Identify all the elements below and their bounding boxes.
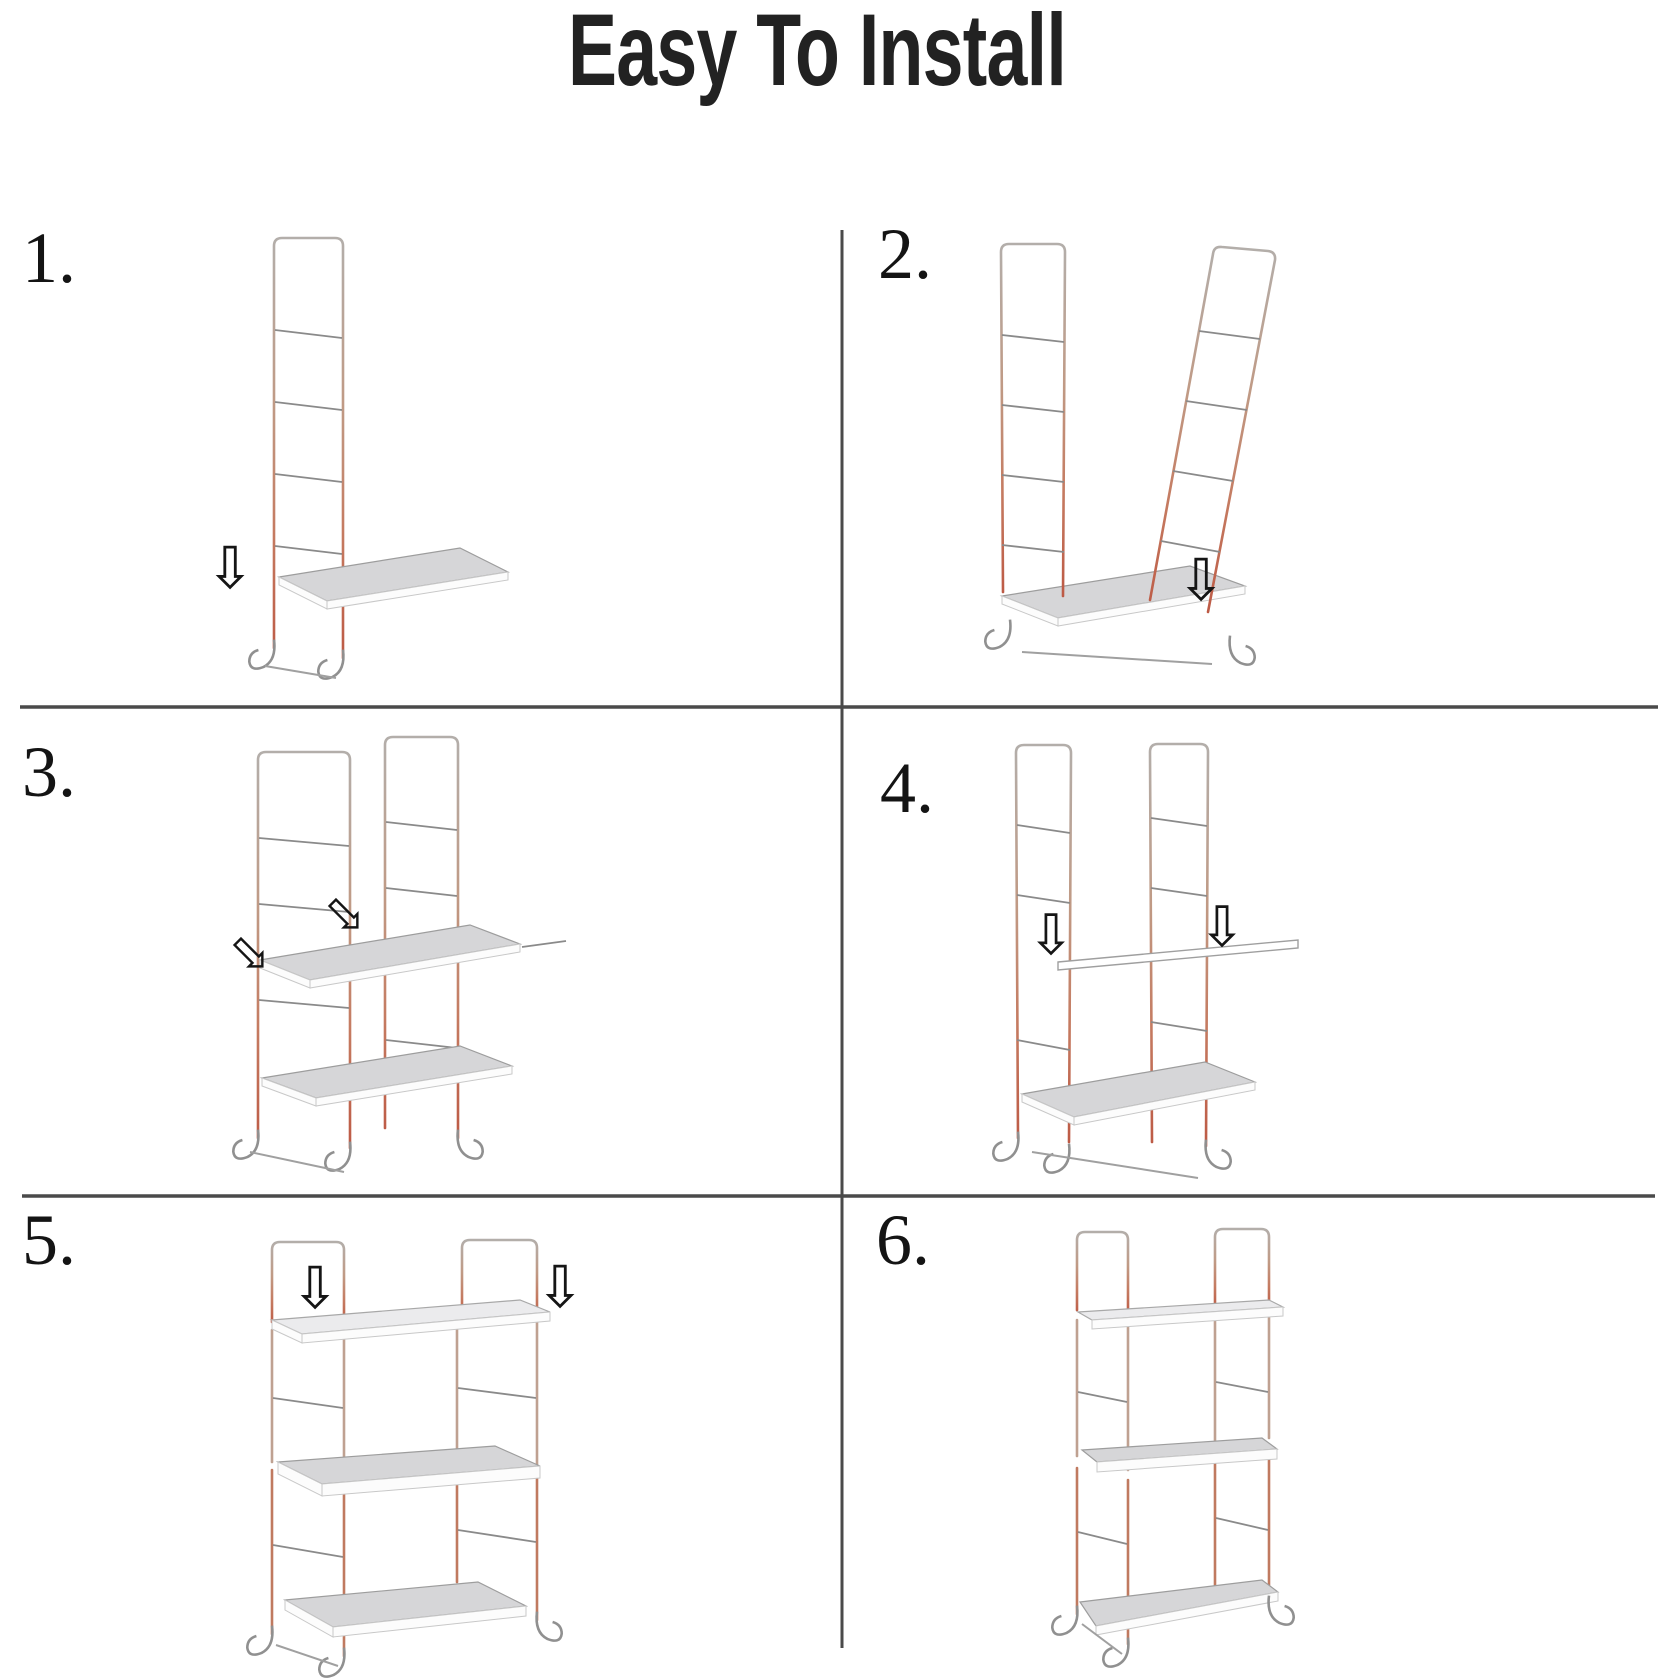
shelf-front-lip <box>1096 1448 1278 1473</box>
mid-rails <box>1075 1308 1271 1472</box>
foot-bar <box>249 1151 345 1173</box>
shelf-front-lip <box>259 943 521 989</box>
middle-shelf-edge <box>1057 939 1299 971</box>
step-4-number: 4. <box>880 748 934 828</box>
foot-bar <box>1021 651 1213 665</box>
side-frame-right <box>383 735 460 1140</box>
shelf-front-lip <box>278 571 509 610</box>
shelf-front-lip <box>261 1065 513 1107</box>
top-frame-right <box>1213 1227 1271 1313</box>
panel-dividers <box>20 230 1658 1648</box>
frame-rungs <box>1001 334 1065 553</box>
down-arrow-icon: ⇩ <box>291 1254 340 1322</box>
foot-bar <box>1081 1623 1123 1655</box>
frame-rungs <box>1160 330 1261 553</box>
side-frame-left <box>999 242 1067 598</box>
shelf-front-lip <box>284 1599 527 1638</box>
step-2-illustration: ⇩ <box>983 242 1277 666</box>
down-arrow-icon: ⇩ <box>206 534 255 602</box>
top-frame-left <box>1075 1230 1130 1318</box>
frame-rungs <box>1016 824 1071 1051</box>
shelf-front-lip <box>271 1311 551 1344</box>
top-frame-right <box>460 1238 539 1324</box>
shelf-front-lip <box>1095 1591 1279 1636</box>
step-5-number: 5. <box>22 1200 76 1280</box>
side-frame-tilted <box>1148 245 1277 614</box>
frame-rungs <box>274 329 343 555</box>
mid-rails <box>270 1320 539 1480</box>
down-arrow-icon: ⇩ <box>1177 546 1226 614</box>
shelf-front-lip <box>1021 1081 1256 1126</box>
step-3-number: 3. <box>22 732 76 812</box>
side-frame-left <box>256 750 352 1150</box>
feet <box>232 1128 485 1172</box>
southeast-arrow-icon: ⇩ <box>215 919 286 990</box>
feet <box>991 1130 1232 1174</box>
down-arrow-icon: ⇩ <box>1199 895 1246 960</box>
frame-rungs <box>1150 817 1208 1032</box>
frame-rungs <box>385 821 458 1049</box>
page-title: Easy To Install <box>567 0 1067 107</box>
top-frame-left <box>270 1240 346 1328</box>
frame-rungs <box>258 837 350 1009</box>
shelf-front-lip <box>1091 1306 1284 1330</box>
shelf-front-lip <box>277 1461 541 1497</box>
step-1-number: 1. <box>22 218 76 298</box>
step-2-number: 2. <box>878 214 932 294</box>
shelf-edge-stub <box>521 940 567 948</box>
shelf-front-lip <box>1001 585 1246 627</box>
down-arrow-icon: ⇩ <box>1028 903 1075 968</box>
foot-bar <box>275 1644 339 1667</box>
foot-bar <box>1031 1151 1199 1179</box>
side-frame-right <box>1148 742 1210 1148</box>
frame-rungs <box>272 1387 537 1409</box>
frame-rungs <box>1077 1381 1269 1403</box>
foot-bar <box>264 665 337 679</box>
lower-rails <box>1075 1448 1271 1646</box>
side-frame-left <box>1014 743 1073 1144</box>
step-6-number: 6. <box>876 1200 930 1280</box>
feet <box>248 638 345 680</box>
southeast-arrow-icon: ⇩ <box>310 880 381 951</box>
down-arrow-icon: ⇩ <box>536 1253 585 1321</box>
step-6-illustration <box>1051 1227 1295 1668</box>
step-4-illustration: ⇩ ⇩ <box>991 742 1299 1179</box>
frame-rungs <box>272 1529 537 1558</box>
step-3-illustration: ⇩ ⇩ <box>215 735 567 1173</box>
step-5-illustration: ⇩ ⇩ <box>246 1238 585 1678</box>
side-frame <box>272 236 345 660</box>
frame-rungs <box>1077 1517 1269 1545</box>
step-1-illustration: ⇩ <box>206 236 510 680</box>
